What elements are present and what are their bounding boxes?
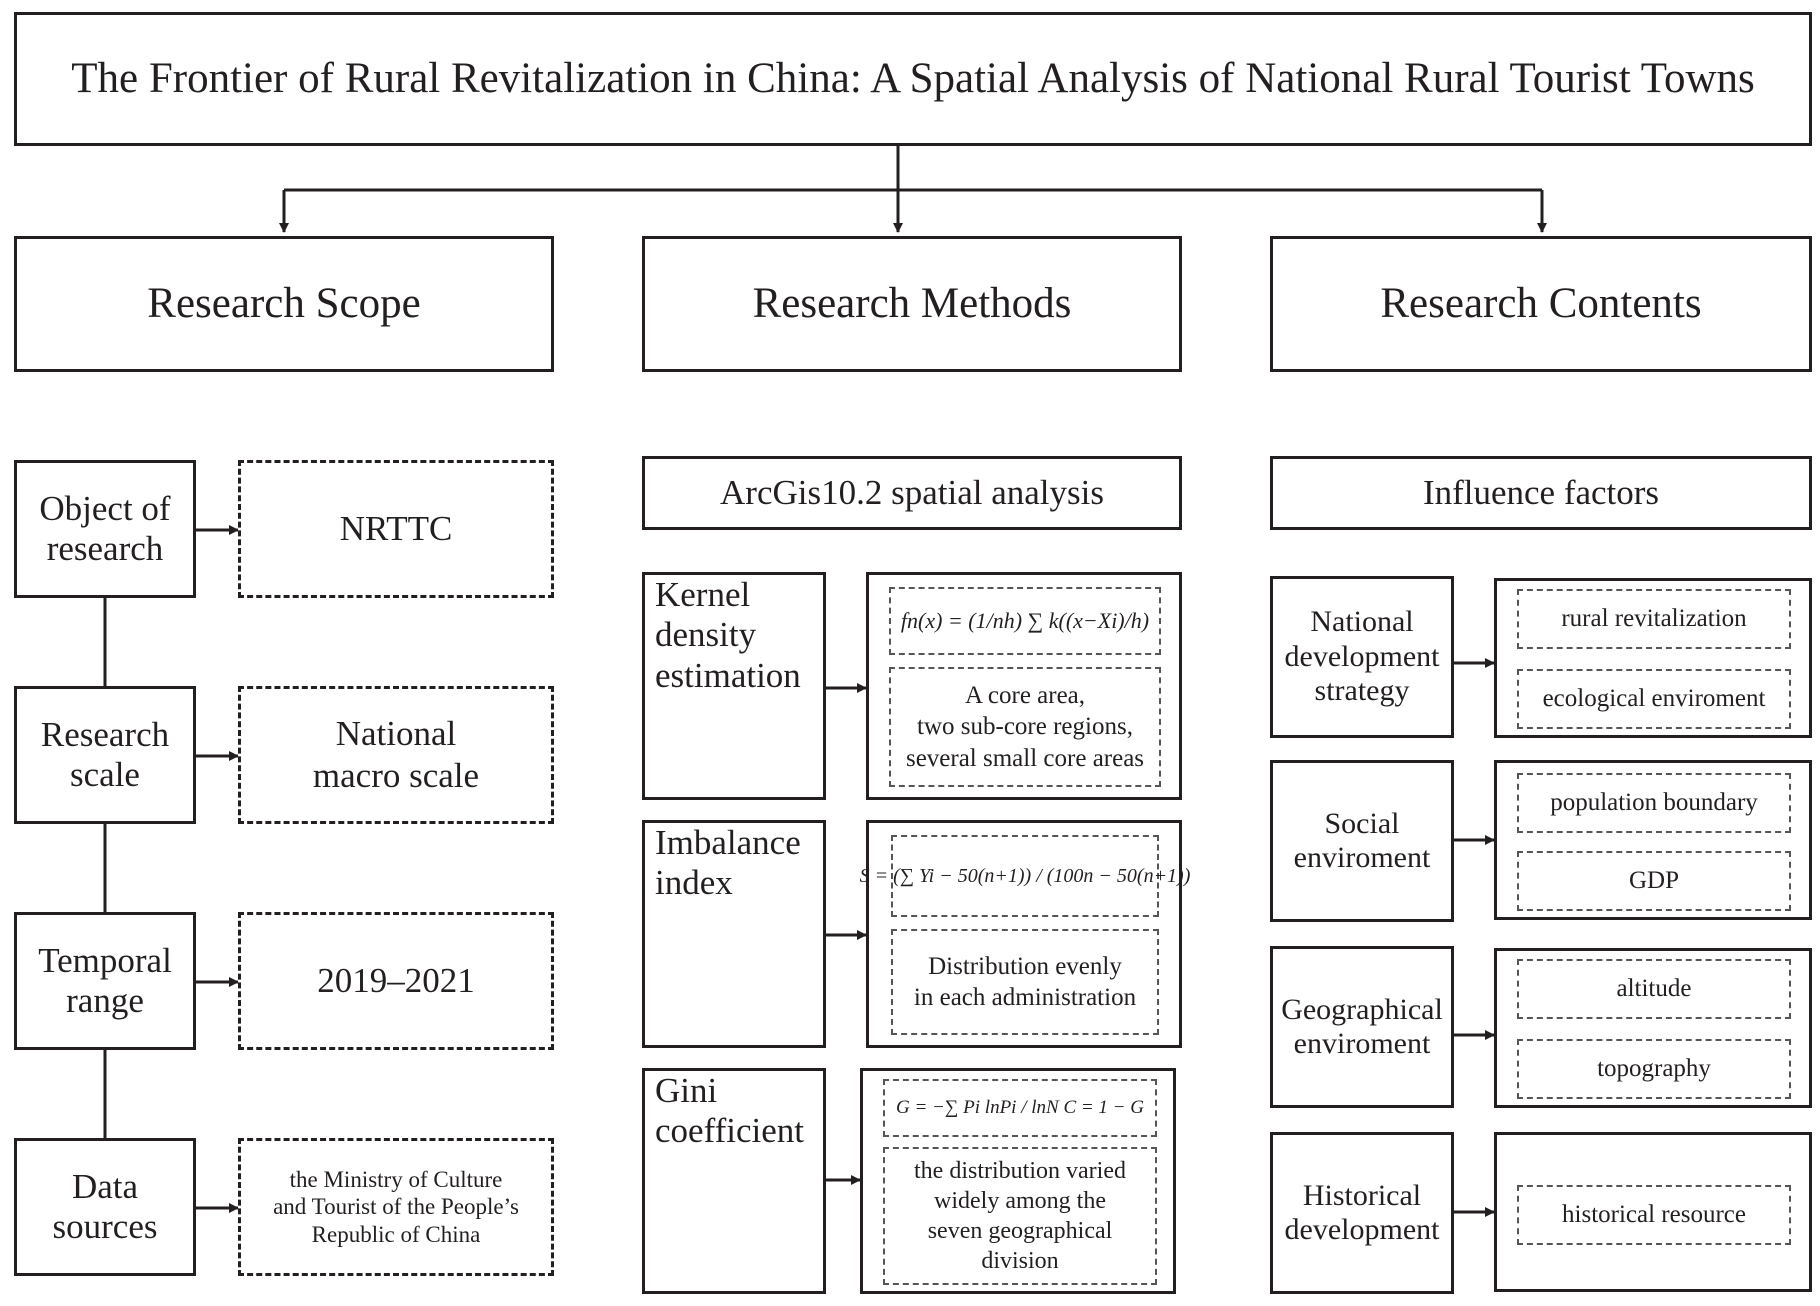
factor-geographical-items: altitude topography — [1494, 948, 1812, 1108]
factor-item-text: rural revitalization — [1561, 605, 1747, 633]
factor-label-line: enviroment — [1293, 1027, 1431, 1060]
method-label-line: Kernel — [655, 575, 751, 614]
scope-value-line: NRTTC — [339, 509, 453, 548]
factor-item-text: altitude — [1616, 975, 1692, 1003]
factor-label-line: Historical — [1302, 1178, 1422, 1212]
heading-research-contents-text: Research Contents — [1380, 280, 1702, 328]
factor-label-line: strategy — [1314, 674, 1410, 708]
scope-value-data-source: the Ministry of Culture and Tourist of t… — [238, 1138, 554, 1276]
scope-label-data-sources: Data sources — [14, 1138, 196, 1276]
factor-national-items: rural revitalization ecological envirome… — [1494, 578, 1812, 738]
factor-historical-items: historical resource — [1494, 1132, 1812, 1292]
imbalance-formula: S = (∑ Yi − 50(n+1)) / (100n − 50(n+1)) — [860, 835, 1190, 917]
gini-formula-text: G = −∑ Pi lnPi / lnN C = 1 − G — [896, 1097, 1144, 1119]
method-imbalance-detail: S = (∑ Yi − 50(n+1)) / (100n − 50(n+1)) … — [860, 820, 1190, 1048]
scope-label-line: range — [66, 981, 144, 1020]
factor-item: ecological enviroment — [1517, 669, 1791, 729]
factor-label-line: development — [1284, 1213, 1440, 1246]
method-kernel-density: Kernel density estimation — [642, 572, 826, 800]
imbalance-formula-text: S = (∑ Yi − 50(n+1)) / (100n − 50(n+1)) — [859, 864, 1191, 887]
contents-factors-text: Influence factors — [1422, 472, 1660, 512]
scope-label-line: Research — [40, 714, 170, 754]
method-label-line: estimation — [655, 655, 801, 695]
factor-item-text: historical resource — [1562, 1201, 1746, 1229]
kernel-result-line: A core area, — [964, 682, 1086, 710]
method-label-line: Gini — [655, 1071, 718, 1110]
scope-value-line: and Tourist of the People’s — [273, 1194, 519, 1220]
factor-item-text: ecological enviroment — [1542, 685, 1766, 713]
factor-item: altitude — [1517, 959, 1791, 1019]
kernel-formula: fn(x) = (1/nh) ∑ k((x−Xi)/h) — [889, 587, 1161, 655]
method-label-line: Imbalance — [655, 823, 801, 862]
method-gini-coefficient: Gini coefficient — [642, 1068, 826, 1294]
scope-value-scale: National macro scale — [238, 686, 554, 824]
imbalance-result-line: in each administration — [913, 984, 1137, 1011]
factor-social-environment: Social enviroment — [1270, 760, 1454, 922]
kernel-result-line: two sub-core regions, — [917, 713, 1133, 741]
factor-label-line: development — [1284, 639, 1440, 673]
heading-research-contents: Research Contents — [1270, 236, 1812, 372]
method-kernel-detail: fn(x) = (1/nh) ∑ k((x−Xi)/h) A core area… — [866, 572, 1182, 800]
gini-formula: G = −∑ Pi lnPi / lnN C = 1 − G — [883, 1079, 1157, 1137]
scope-label-object-of-research: Object of research — [14, 460, 196, 598]
method-label-line: density — [655, 615, 757, 655]
factor-item: topography — [1517, 1039, 1791, 1099]
scope-value-line: the Ministry of Culture — [289, 1166, 503, 1192]
scope-value-line: 2019–2021 — [317, 961, 475, 1000]
scope-value-line: Republic of China — [311, 1221, 481, 1247]
heading-research-methods: Research Methods — [642, 236, 1182, 372]
factor-label-line: Geographical — [1281, 992, 1443, 1026]
kernel-formula-text: fn(x) = (1/nh) ∑ k((x−Xi)/h) — [900, 608, 1150, 634]
method-label-line: coefficient — [655, 1111, 804, 1151]
scope-label-line: Temporal — [38, 940, 172, 980]
factor-item-text: GDP — [1628, 867, 1679, 895]
factor-item: historical resource — [1517, 1185, 1791, 1245]
method-gini-detail: G = −∑ Pi lnPi / lnN C = 1 − G the distr… — [860, 1068, 1176, 1294]
scope-value-years: 2019–2021 — [238, 912, 554, 1050]
kernel-result-line: several small core areas — [905, 744, 1145, 772]
scope-label-research-scale: Research scale — [14, 686, 196, 824]
methods-tool-box: ArcGis10.2 spatial analysis — [642, 456, 1182, 530]
scope-value-line: National — [335, 714, 457, 753]
kernel-result: A core area, two sub-core regions, sever… — [889, 667, 1161, 787]
scope-label-line: sources — [52, 1207, 158, 1246]
factor-label-line: National — [1310, 605, 1414, 639]
method-label-line: index — [655, 863, 733, 903]
factor-label-line: enviroment — [1293, 841, 1431, 874]
imbalance-result-line: Distribution evenly — [928, 952, 1122, 980]
scope-label-temporal-range: Temporal range — [14, 912, 196, 1050]
scope-value-line: macro scale — [312, 756, 480, 795]
factor-label-line: Social — [1324, 806, 1400, 840]
factor-item-text: topography — [1597, 1055, 1711, 1083]
gini-result-line: widely among the — [934, 1188, 1106, 1214]
heading-research-methods-text: Research Methods — [752, 280, 1072, 328]
scope-label-line: Data — [71, 1166, 139, 1206]
heading-research-scope: Research Scope — [14, 236, 554, 372]
factor-geographical-environment: Geographical enviroment — [1270, 946, 1454, 1108]
gini-result-line: seven geographical — [927, 1218, 1113, 1244]
gini-result-line: the distribution varied — [914, 1158, 1126, 1184]
methods-tool-text: ArcGis10.2 spatial analysis — [720, 472, 1104, 512]
contents-factors-box: Influence factors — [1270, 456, 1812, 530]
scope-label-line: scale — [70, 755, 140, 794]
diagram-title-box: The Frontier of Rural Revitalization in … — [14, 12, 1812, 146]
scope-label-line: research — [46, 529, 164, 568]
diagram-title: The Frontier of Rural Revitalization in … — [71, 55, 1755, 103]
scope-value-nrttc: NRTTC — [238, 460, 554, 598]
factor-social-items: population boundary GDP — [1494, 760, 1812, 920]
imbalance-result: Distribution evenly in each administrati… — [891, 929, 1159, 1035]
factor-historical-development: Historical development — [1270, 1132, 1454, 1294]
gini-result: the distribution varied widely among the… — [883, 1147, 1157, 1285]
factor-item: GDP — [1517, 851, 1791, 911]
factor-national-development: National development strategy — [1270, 576, 1454, 738]
factor-item: rural revitalization — [1517, 589, 1791, 649]
factor-item-text: population boundary — [1550, 789, 1758, 817]
gini-result-line: division — [981, 1248, 1059, 1274]
method-imbalance-index: Imbalance index — [642, 820, 826, 1048]
scope-label-line: Object of — [39, 488, 171, 528]
heading-research-scope-text: Research Scope — [147, 280, 421, 328]
factor-item: population boundary — [1517, 773, 1791, 833]
